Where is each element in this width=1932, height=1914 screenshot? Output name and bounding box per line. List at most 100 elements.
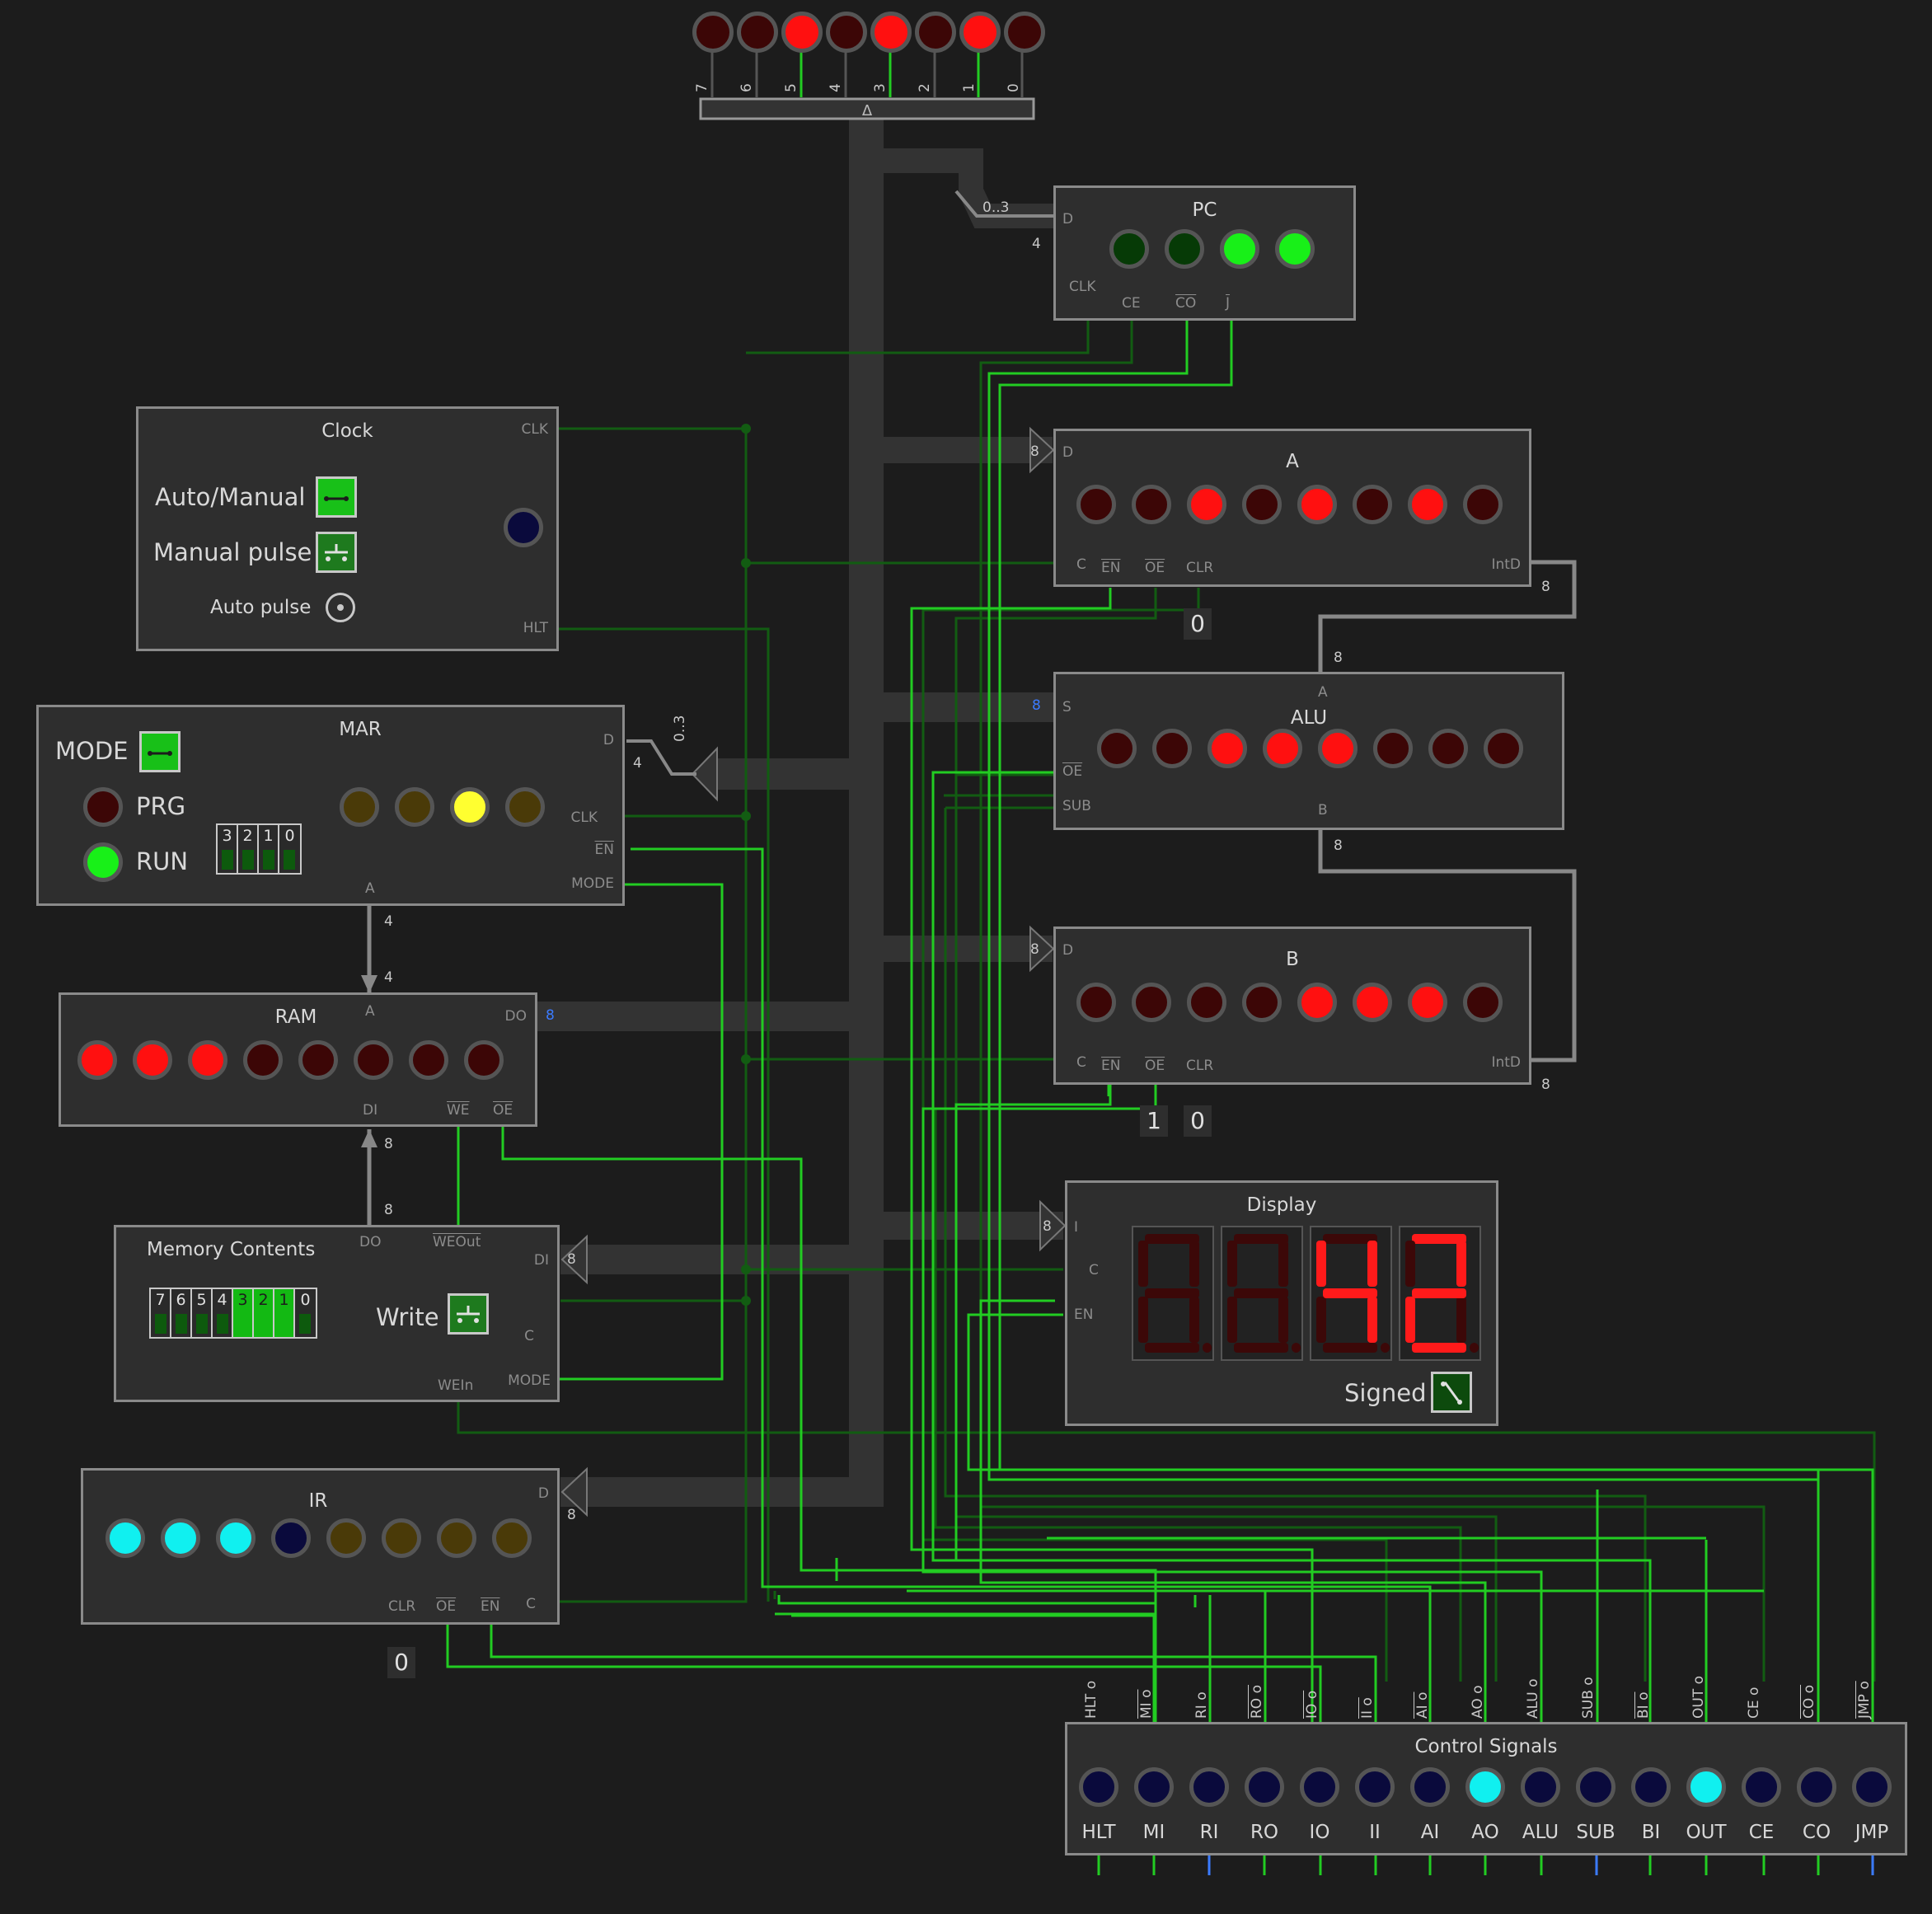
pc-led-0 <box>1109 229 1149 269</box>
display-signed-switch[interactable] <box>1431 1372 1472 1413</box>
pc-pin-ce: CE <box>1122 295 1141 312</box>
bus-bit-label: 7 <box>694 83 710 92</box>
dip-cell[interactable]: 2 <box>238 825 259 873</box>
alu-to-b-bus <box>1318 828 1577 1063</box>
pc-led-3 <box>1275 229 1315 269</box>
control-signal-label: RI <box>1199 1822 1219 1843</box>
dip-cell[interactable]: 0 <box>279 825 300 873</box>
control-led-sub <box>1576 1767 1615 1807</box>
dip-toggle[interactable] <box>263 850 274 870</box>
pushbutton-icon <box>325 544 348 561</box>
dip-toggle[interactable] <box>284 850 295 870</box>
reg-b-pin-d: D <box>1062 942 1074 959</box>
dip-toggle[interactable] <box>222 850 233 870</box>
ir-led-6 <box>437 1518 476 1558</box>
mar-mode-switch[interactable] <box>139 731 181 772</box>
segment-d <box>1145 1343 1199 1353</box>
dip-toggle[interactable] <box>196 1314 208 1334</box>
alu-led-7 <box>1484 729 1523 768</box>
mar-pin-mode: MODE <box>571 875 614 892</box>
control-wires <box>446 319 1874 1723</box>
dip-toggle[interactable] <box>155 1314 166 1334</box>
control-led-ai <box>1410 1767 1450 1807</box>
control-signal-label: II <box>1369 1822 1381 1843</box>
segment-dp <box>1381 1343 1390 1353</box>
bus-output-led-0 <box>692 12 734 53</box>
a-in-width-label: 8 <box>1030 443 1039 460</box>
alu-led-3 <box>1263 729 1302 768</box>
pc-pin-d: D <box>1062 211 1074 228</box>
dip-toggle[interactable] <box>176 1314 187 1334</box>
bus-tap-display <box>884 1212 1063 1240</box>
reg-a-pin-intd: IntD <box>1491 556 1521 573</box>
dip-toggle[interactable] <box>242 850 254 870</box>
bus-tap-b-arrow <box>1029 925 1055 973</box>
dip-cell[interactable]: 3 <box>218 825 238 873</box>
dip-cell[interactable]: 1 <box>259 825 279 873</box>
alu-b-width-label: 8 <box>1334 837 1343 854</box>
ir-led-5 <box>382 1518 421 1558</box>
reg-b-panel: B D C EN OE CLR IntD <box>1053 927 1531 1085</box>
ram-led-7 <box>464 1040 504 1080</box>
dip-toggle[interactable] <box>237 1314 249 1334</box>
control-pin-label: JMP o <box>1856 1681 1873 1719</box>
memory-write-button[interactable] <box>448 1293 489 1335</box>
segment-g <box>1323 1288 1377 1298</box>
ram-pin-oe: OE <box>493 1102 513 1119</box>
manual-pulse-button[interactable] <box>316 532 357 573</box>
dip-cell[interactable]: 7 <box>151 1289 171 1337</box>
dip-cell-number: 0 <box>284 827 295 845</box>
bus-tap-b <box>884 936 1053 962</box>
alu-pin-sub: SUB <box>1062 798 1091 814</box>
dip-toggle[interactable] <box>279 1314 290 1334</box>
dip-toggle[interactable] <box>258 1314 270 1334</box>
segment-c <box>1367 1297 1377 1343</box>
control-pin-label: II o <box>1359 1697 1376 1719</box>
display-signed-label: Signed <box>1344 1379 1427 1407</box>
auto-manual-switch[interactable] <box>316 476 357 518</box>
segment-e <box>1138 1297 1148 1343</box>
auto-pulse-label: Auto pulse <box>210 597 312 618</box>
control-signal-label: ALU <box>1522 1822 1559 1843</box>
switch-on-icon <box>324 496 349 501</box>
reg-a-led-2 <box>1187 485 1226 524</box>
dip-cell[interactable]: 2 <box>254 1289 274 1337</box>
alu-pin-s: S <box>1062 699 1072 715</box>
mar-pin-clk: CLK <box>570 809 598 826</box>
control-signal-label: CE <box>1748 1822 1775 1843</box>
mar-led-3 <box>505 787 545 827</box>
pc-led-1 <box>1165 229 1204 269</box>
segment-d <box>1412 1343 1466 1353</box>
memory-write-label: Write <box>376 1303 439 1331</box>
dip-cell[interactable]: 1 <box>274 1289 295 1337</box>
alu-s-width-label: 8 <box>1032 697 1041 714</box>
segment-a <box>1145 1234 1199 1244</box>
dip-cell[interactable]: 5 <box>192 1289 213 1337</box>
control-pin-label: HLT o <box>1083 1680 1100 1719</box>
junctions <box>741 424 751 1306</box>
reg-b-oe-constant: 1 <box>1140 1105 1168 1137</box>
control-led-co <box>1797 1767 1836 1807</box>
reg-a-led-6 <box>1408 485 1447 524</box>
ir-led-3 <box>271 1518 311 1558</box>
ram-led-5 <box>354 1040 393 1080</box>
dip-cell[interactable]: 4 <box>213 1289 233 1337</box>
ir-pin-c: C <box>526 1596 536 1612</box>
mar-bus-line <box>626 739 696 776</box>
bus-output-led-4 <box>870 12 912 53</box>
bus-output-led-2 <box>781 12 823 53</box>
control-pin-label: IO o <box>1304 1690 1320 1719</box>
dip-cell[interactable]: 3 <box>233 1289 254 1337</box>
auto-pulse-knob-icon[interactable] <box>326 593 355 622</box>
clock-led <box>504 508 543 547</box>
dip-cell[interactable]: 0 <box>295 1289 316 1337</box>
dip-cell[interactable]: 6 <box>171 1289 192 1337</box>
control-signal-label: CO <box>1802 1822 1831 1843</box>
dip-toggle[interactable] <box>299 1314 311 1334</box>
mar-ram-arrow <box>361 975 377 993</box>
bus-tap-a <box>884 437 1053 463</box>
dip-toggle[interactable] <box>217 1314 228 1334</box>
alu-pin-a: A <box>1318 684 1328 701</box>
